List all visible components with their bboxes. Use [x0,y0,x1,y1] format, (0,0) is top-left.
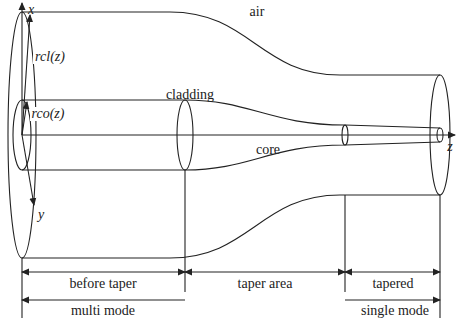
dimension-arrow [22,271,185,272]
cladding-top [22,12,440,75]
core-bottom [22,142,440,170]
dimension-arrow [345,299,440,300]
radius-label: rco(z) [30,107,67,121]
z-axis [22,134,455,135]
region-label: air [250,5,265,19]
dimension-arrow [345,271,440,272]
cladding-bottom [22,195,440,258]
dimension-arrow [185,271,345,272]
region-label: cladding [166,88,214,102]
section-label: before taper [67,277,138,291]
axis-label: y [38,208,44,222]
axis-label: z [447,140,452,154]
extension-line [21,258,22,318]
core-top [22,100,440,128]
y-axis [22,135,34,205]
extension-line [344,195,345,292]
axis-label: x [28,3,34,17]
region-label: core [256,143,280,157]
dimension-arrow [22,299,185,300]
extension-line [184,170,185,292]
x-axis [21,3,22,135]
radius-label: rcl(z) [33,50,67,64]
section-label: taper area [236,277,295,291]
mode-label: multi mode [69,304,137,318]
mode-label: single mode [359,304,431,318]
section-label: tapered [370,277,415,291]
radius-arrow [22,102,27,135]
